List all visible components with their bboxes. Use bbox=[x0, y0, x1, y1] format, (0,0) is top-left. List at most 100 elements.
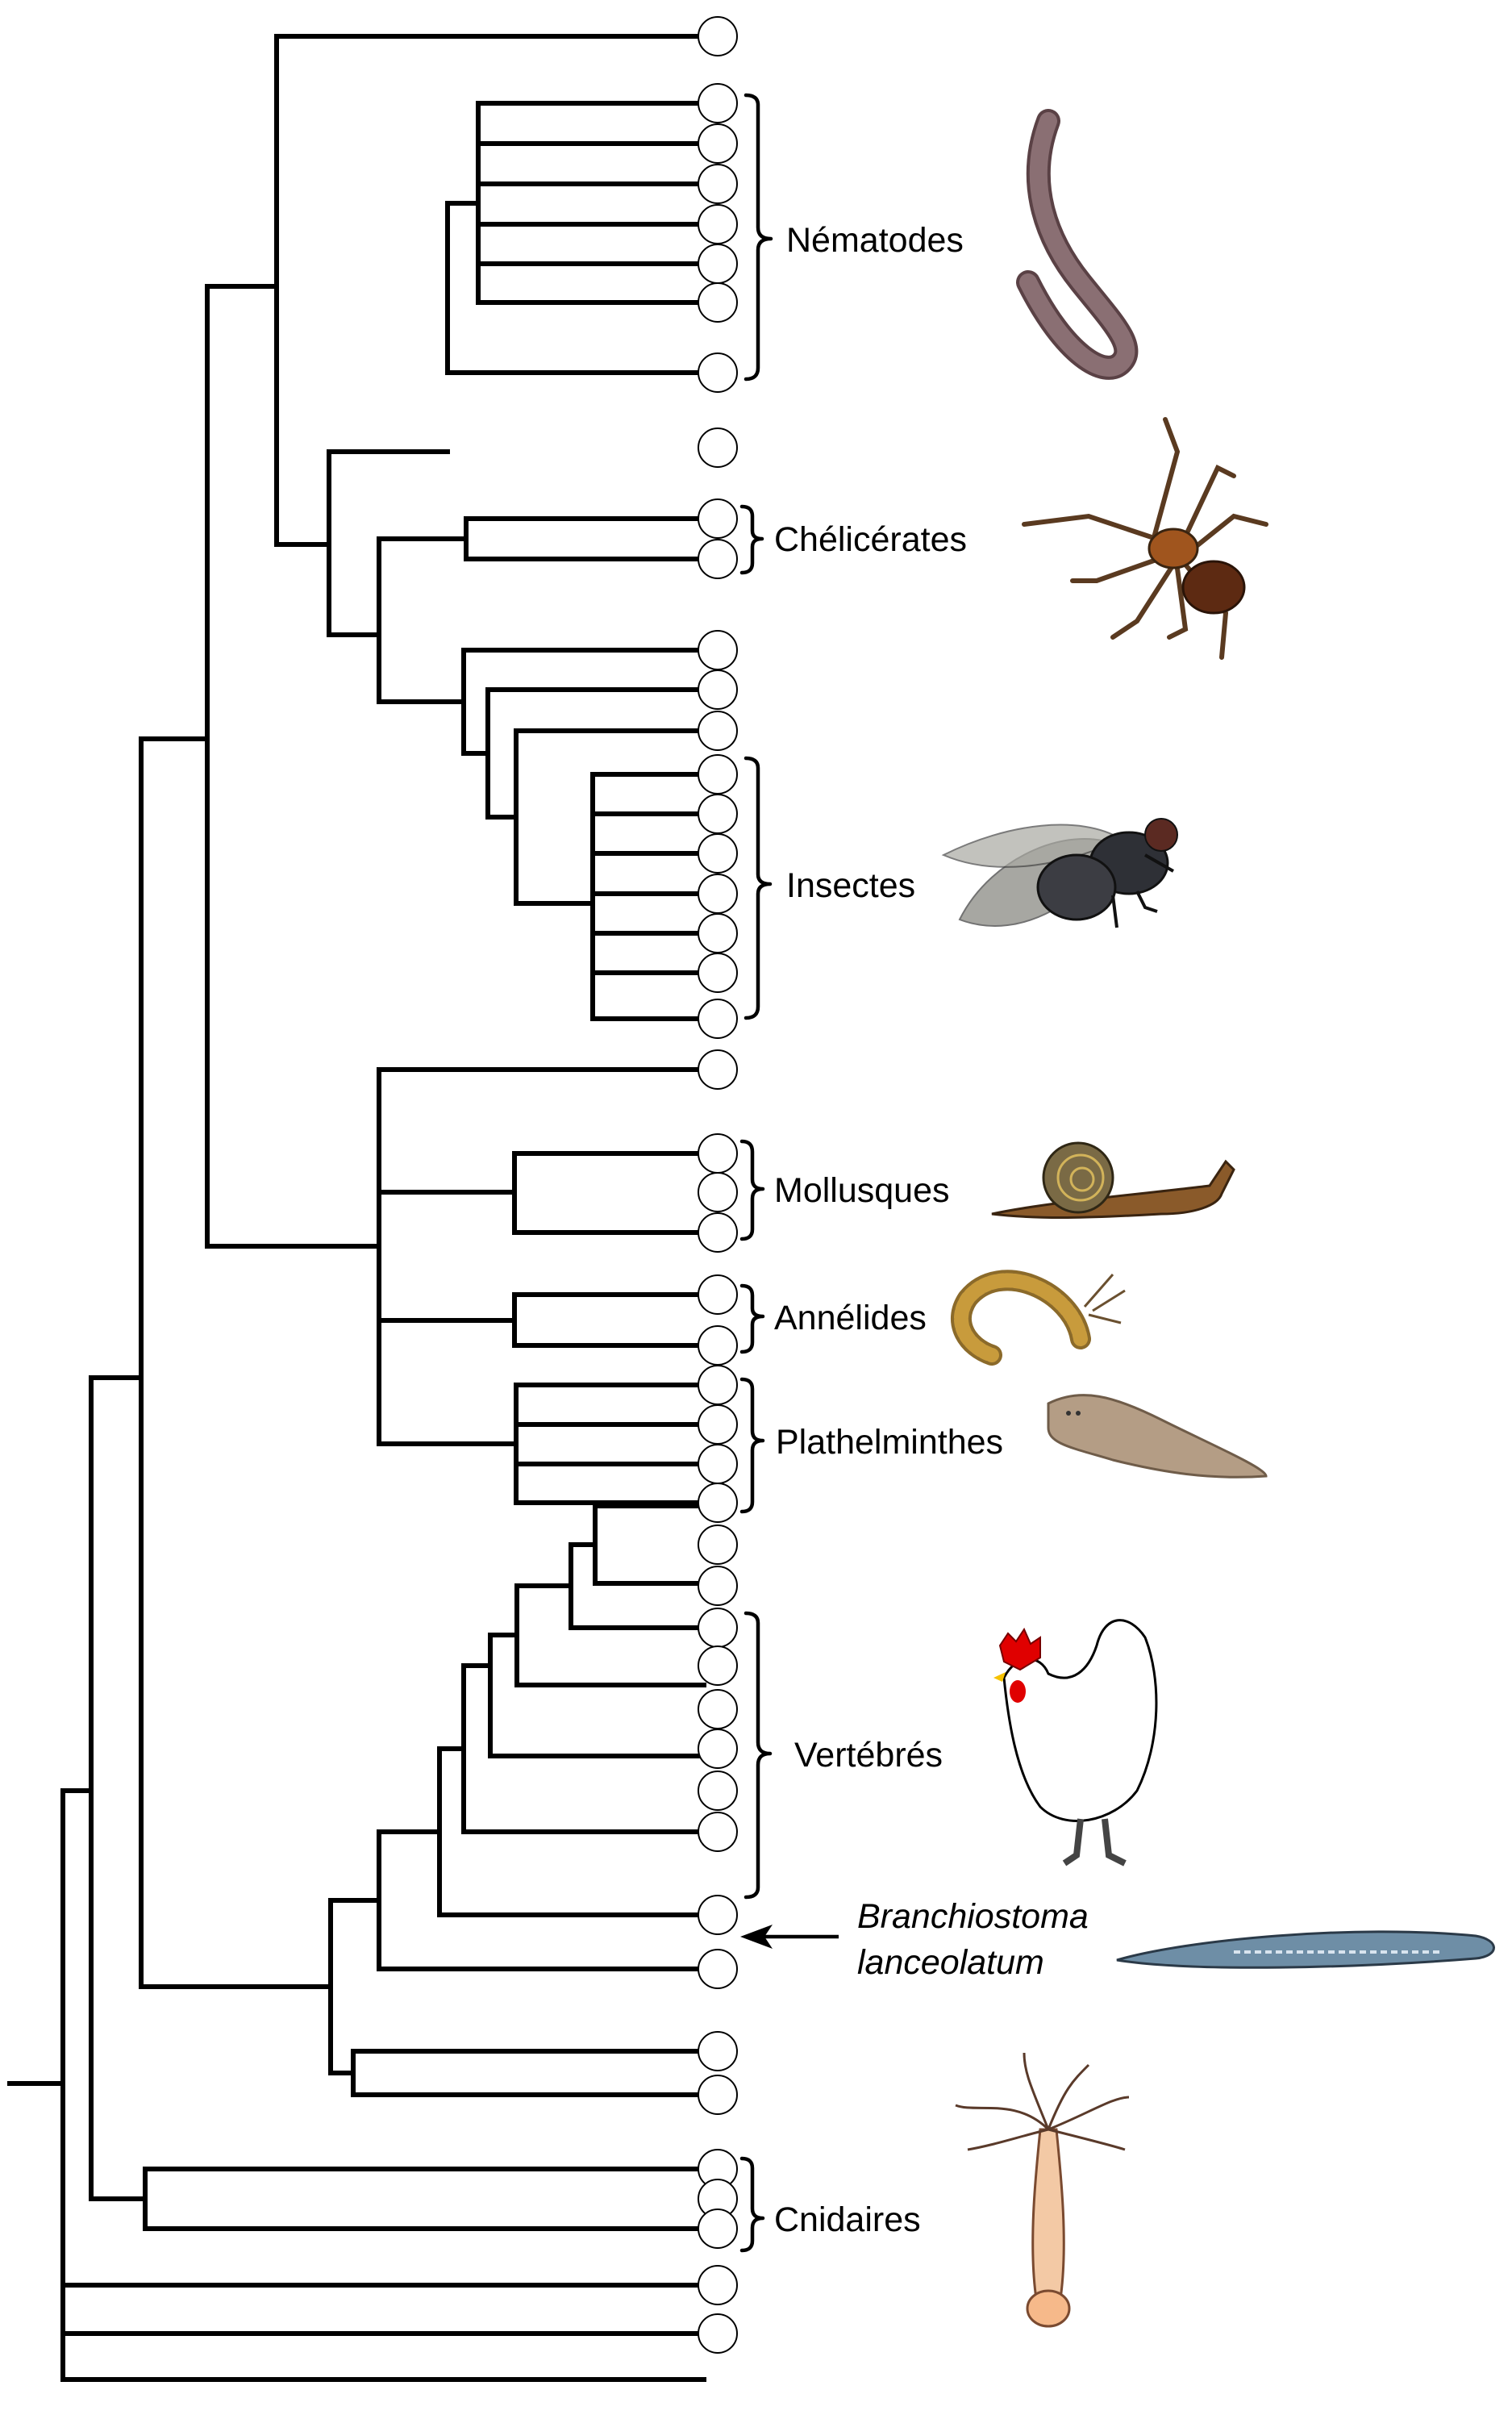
tip-marker bbox=[698, 1049, 738, 1090]
branch bbox=[377, 536, 469, 704]
branch bbox=[437, 1746, 706, 1917]
branch bbox=[488, 1633, 706, 1758]
vertebres-label: Vertébrés bbox=[794, 1736, 943, 1775]
polychaete-icon bbox=[951, 1270, 1126, 1366]
tip-marker bbox=[698, 2179, 738, 2219]
tip-marker bbox=[698, 2031, 738, 2071]
tip-marker bbox=[698, 913, 738, 953]
rooster-icon bbox=[993, 1619, 1158, 1867]
branch bbox=[461, 1663, 706, 1834]
tip-marker bbox=[698, 1133, 738, 1174]
tip-marker bbox=[698, 204, 738, 244]
branch bbox=[445, 201, 706, 375]
tip-marker bbox=[698, 1444, 738, 1484]
branch bbox=[514, 1583, 706, 1687]
tip-marker bbox=[698, 1689, 738, 1729]
branch bbox=[328, 1898, 381, 2075]
branch bbox=[514, 728, 706, 906]
species-label-epithet: lanceolatum bbox=[857, 1943, 1044, 1982]
chelicerates-brace bbox=[739, 504, 764, 575]
tip-marker bbox=[698, 282, 738, 323]
tip-marker bbox=[698, 1895, 738, 1935]
branch bbox=[139, 736, 333, 1989]
tip-marker bbox=[698, 83, 738, 123]
tip-marker bbox=[698, 1729, 738, 1769]
tip-marker bbox=[698, 539, 738, 579]
branch bbox=[205, 284, 381, 1249]
tip-marker bbox=[698, 498, 738, 539]
tip-marker bbox=[698, 1172, 738, 1212]
species-label-genus: Branchiostoma bbox=[857, 1897, 1089, 1936]
branch bbox=[143, 2167, 706, 2231]
tip-marker bbox=[698, 2149, 738, 2189]
tip-marker bbox=[698, 754, 738, 795]
branch bbox=[593, 1504, 706, 1586]
plathelminthes-label: Plathelminthes bbox=[776, 1423, 1003, 1462]
branch bbox=[351, 2049, 706, 2097]
left-arrow-icon bbox=[740, 1925, 839, 1949]
insectes-brace bbox=[744, 756, 773, 1020]
lancelet-icon bbox=[1116, 1930, 1495, 1969]
tip-marker bbox=[698, 999, 738, 1039]
tip-marker bbox=[698, 953, 738, 993]
tip-marker bbox=[698, 1524, 738, 1565]
plathelminthes-brace bbox=[739, 1377, 765, 1514]
flatworm-icon bbox=[1047, 1394, 1268, 1479]
branch bbox=[377, 1190, 519, 1446]
tip-marker bbox=[698, 1404, 738, 1445]
tip-markers bbox=[698, 16, 738, 2354]
cnidaires-brace bbox=[739, 2156, 765, 2253]
snail-icon bbox=[991, 1141, 1235, 1220]
branch bbox=[590, 772, 706, 1021]
worm-icon bbox=[1016, 109, 1139, 380]
chelicerates-label: Chélicérates bbox=[774, 520, 967, 559]
clade-labels: Nématodes Chélicérates Insectes Mollusqu… bbox=[774, 221, 1089, 2239]
branch bbox=[476, 101, 706, 305]
spider-icon bbox=[1022, 417, 1268, 660]
tip-marker bbox=[698, 1365, 738, 1405]
tip-marker bbox=[698, 16, 738, 56]
tip-marker bbox=[698, 1608, 738, 1648]
cnidaires-label: Cnidaires bbox=[774, 2200, 921, 2239]
tip-marker bbox=[698, 2313, 738, 2354]
mollusques-brace bbox=[739, 1139, 765, 1241]
branch bbox=[461, 648, 706, 756]
mollusques-label: Mollusques bbox=[774, 1171, 950, 1210]
nematodes-label: Nématodes bbox=[786, 221, 964, 260]
tip-marker bbox=[698, 428, 738, 468]
vertebres-brace bbox=[744, 1611, 773, 1900]
tip-marker bbox=[698, 1566, 738, 1606]
tip-marker bbox=[698, 1212, 738, 1253]
tip-marker bbox=[698, 352, 738, 393]
tip-marker bbox=[698, 669, 738, 710]
tip-marker bbox=[698, 1949, 738, 1989]
tip-marker bbox=[698, 1771, 738, 1811]
tip-marker bbox=[698, 874, 738, 914]
nematodes-brace bbox=[744, 93, 773, 382]
insectes-label: Insectes bbox=[786, 866, 915, 905]
tip-marker bbox=[698, 2075, 738, 2115]
branch bbox=[569, 1542, 706, 1630]
branch bbox=[274, 34, 706, 547]
tip-marker bbox=[698, 1483, 738, 1523]
tip-marker bbox=[698, 794, 738, 834]
branch bbox=[512, 1151, 706, 1235]
branch bbox=[60, 2283, 706, 2382]
branch bbox=[377, 1829, 706, 1971]
tip-marker bbox=[698, 711, 738, 751]
branch bbox=[377, 1067, 706, 1446]
tip-marker bbox=[698, 833, 738, 874]
tip-marker bbox=[698, 1645, 738, 1686]
branch bbox=[512, 1292, 706, 1348]
tip-marker bbox=[698, 2265, 738, 2305]
tip-marker bbox=[698, 123, 738, 164]
branch bbox=[89, 1375, 148, 2201]
tip-marker bbox=[698, 244, 738, 284]
tip-marker bbox=[698, 164, 738, 204]
branch bbox=[464, 516, 706, 561]
branch bbox=[485, 687, 706, 820]
branch bbox=[514, 1383, 706, 1505]
tip-marker bbox=[698, 1274, 738, 1315]
tip-marker bbox=[698, 1812, 738, 1852]
